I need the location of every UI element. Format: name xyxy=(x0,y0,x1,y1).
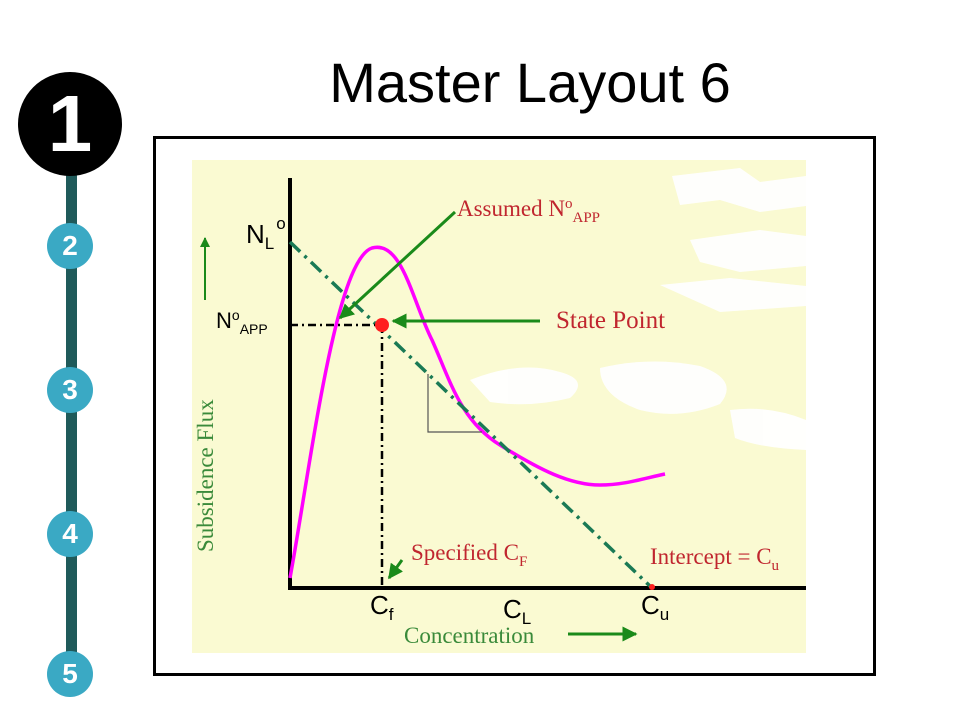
specified-cf-arrow xyxy=(387,559,404,580)
cf-tick-label: Cf xyxy=(370,590,394,624)
operating-line xyxy=(288,240,654,590)
diagram-background xyxy=(192,160,806,653)
assumed-napp-label: Assumed NoAPP xyxy=(457,196,600,226)
y-axis-title: Subsidence Flux xyxy=(193,399,218,552)
step-5-badge[interactable]: 5 xyxy=(47,651,93,697)
state-point-label: State Point xyxy=(556,307,665,334)
flux-curve xyxy=(288,245,666,579)
intercept-marker xyxy=(649,584,655,590)
step-3-badge[interactable]: 3 xyxy=(47,367,93,413)
nlo-label: NLo xyxy=(246,214,286,253)
step-4-badge[interactable]: 4 xyxy=(47,511,93,557)
napp-label: NoAPP xyxy=(216,307,268,337)
x-axis-title: Concentration xyxy=(404,623,535,648)
slope-triangle xyxy=(427,374,482,433)
state-point-marker xyxy=(375,318,389,332)
slide-title: Master Layout 6 xyxy=(329,51,731,114)
specified-cf-label: Specified CF xyxy=(411,540,527,570)
background-smudges xyxy=(470,168,806,450)
cu-tick-label: Cu xyxy=(641,590,669,624)
step-2-badge[interactable]: 2 xyxy=(47,223,93,269)
assumed-napp-arrow xyxy=(338,210,457,320)
intercept-label: Intercept = Cu xyxy=(650,544,780,574)
step-1-badge[interactable]: 1 xyxy=(18,72,122,176)
cl-tick-label: CL xyxy=(503,594,531,628)
